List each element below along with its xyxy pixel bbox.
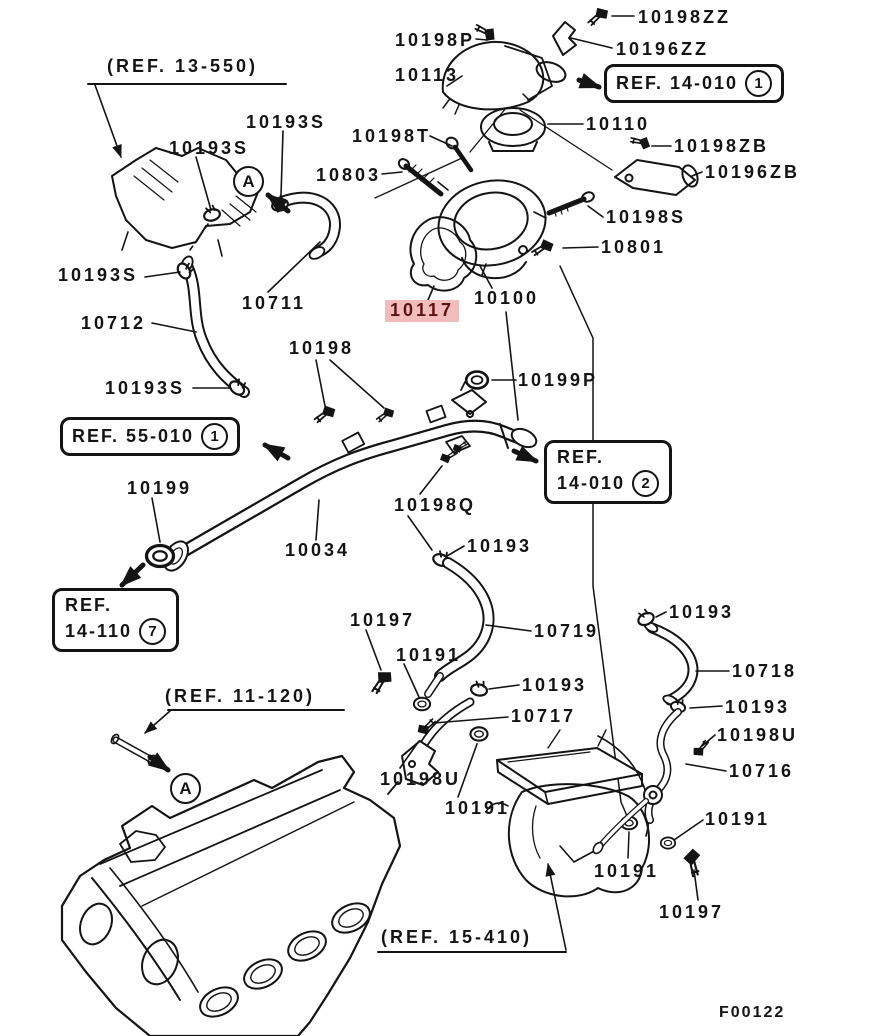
part-label-10198u-1[interactable]: 10198U <box>380 769 462 789</box>
oring-10191-drawing-3 <box>469 726 489 742</box>
bolt-10198zb-drawing <box>629 134 652 153</box>
part-label-10712[interactable]: 10712 <box>81 313 147 333</box>
part-label-10716[interactable]: 10716 <box>729 761 795 781</box>
leader-10191-bottom <box>627 831 630 859</box>
water-outlet-case-10100-drawing <box>374 107 613 279</box>
pipe-stub-drawing <box>110 733 157 766</box>
clip-10196zz-drawing <box>552 21 577 56</box>
part-label-10193s-4[interactable]: 10193S <box>105 378 186 398</box>
part-label-10193-3[interactable]: 10193 <box>669 602 735 622</box>
water-pipe-10716-drawing <box>592 708 682 855</box>
part-label-10193-1[interactable]: 10193 <box>467 536 533 556</box>
gasket-10117-drawing <box>409 216 478 292</box>
part-label-10193s-3[interactable]: 10193S <box>58 265 139 285</box>
ref-box-number: 1 <box>201 423 229 450</box>
bolt-10801-drawing <box>530 235 557 263</box>
part-label-10199p[interactable]: 10199P <box>518 370 599 390</box>
part-label-10117-highlighted[interactable]: 10117 <box>385 300 460 322</box>
oring-10199p-drawing <box>464 370 490 390</box>
stud-10198s-drawing <box>546 191 595 217</box>
oring-10191-drawing-2 <box>412 696 432 712</box>
stud-10198t-drawing <box>445 136 474 173</box>
part-label-10711[interactable]: 10711 <box>242 293 307 313</box>
part-label-10113[interactable]: 10113 <box>395 65 460 85</box>
dashed-guide-line <box>189 223 209 251</box>
part-label-10198t[interactable]: 10198T <box>352 126 432 146</box>
turbocharger-body-drawing <box>485 735 650 898</box>
hose-10719-drawing <box>424 557 495 698</box>
ref-box-number: 2 <box>632 470 660 497</box>
clamp-10193-drawing-2 <box>469 678 490 698</box>
ref-box-text: REF. <box>557 447 605 467</box>
part-label-10193s-1[interactable]: 10193S <box>246 112 327 132</box>
bolt-10197-drawing-1 <box>370 668 395 697</box>
ref-box-55-010-1[interactable]: REF. 55-010 1 <box>60 417 241 456</box>
part-label-10718[interactable]: 10718 <box>732 661 798 681</box>
part-label-10198u-2[interactable]: 10198U <box>717 725 799 745</box>
bolt-10198u-drawing-2 <box>691 737 710 759</box>
part-label-10198s[interactable]: 10198S <box>606 207 687 227</box>
part-label-10110[interactable]: 10110 <box>586 114 651 134</box>
hose-10718-drawing <box>643 621 699 706</box>
ref-note-15-410[interactable]: (REF. 15-410) <box>381 927 533 947</box>
part-label-10198q[interactable]: 10198Q <box>394 495 477 515</box>
view-marker-a-bottom: A <box>170 773 201 804</box>
bolt-10198zz-drawing <box>586 4 611 31</box>
part-label-10193s-2[interactable]: 10193S <box>169 138 250 158</box>
part-label-10197-1[interactable]: 10197 <box>350 610 416 630</box>
leader-lines <box>144 15 730 901</box>
ref-note-13-550[interactable]: (REF. 13-550) <box>107 56 259 76</box>
ref-box-text-line2: 14-110 <box>65 621 133 641</box>
ref-box-14-010-1[interactable]: REF. 14-010 1 <box>604 64 785 103</box>
part-label-10717[interactable]: 10717 <box>511 706 577 726</box>
ref-note-11-120[interactable]: (REF. 11-120) <box>165 686 316 706</box>
ref-underlines <box>87 83 567 953</box>
part-label-10198[interactable]: 10198 <box>289 338 355 358</box>
engine-cylinder-head-drawing <box>60 754 402 1036</box>
part-label-10197-2[interactable]: 10197 <box>659 902 725 922</box>
ref-box-14-110-7[interactable]: REF. 14-110 7 <box>52 588 180 652</box>
bolt-10198-drawing-2 <box>375 404 397 428</box>
part-label-10193-4[interactable]: 10193 <box>725 697 791 717</box>
oring-10191-drawing-4 <box>659 836 677 850</box>
part-label-10803[interactable]: 10803 <box>316 165 382 185</box>
oring-10199-drawing <box>144 543 176 569</box>
part-label-10193-2[interactable]: 10193 <box>522 675 588 695</box>
view-marker-a-top: A <box>233 166 264 197</box>
part-label-10196zb[interactable]: 10196ZB <box>705 162 801 182</box>
ref-box-14-010-2[interactable]: REF. 14-010 2 <box>544 440 673 504</box>
part-label-10199[interactable]: 10199 <box>127 478 193 498</box>
stud-10803-drawing <box>397 158 444 197</box>
part-label-10198zb[interactable]: 10198ZB <box>674 136 770 156</box>
part-label-10034[interactable]: 10034 <box>285 540 351 560</box>
ref-box-number: 1 <box>745 70 773 97</box>
clamp-10193s-drawing-2 <box>200 203 223 224</box>
part-label-10191-2[interactable]: 10191 <box>445 798 511 818</box>
part-label-10196zz[interactable]: 10196ZZ <box>616 39 710 59</box>
inlet-housing-drawing <box>111 147 259 257</box>
ref-box-number: 7 <box>139 618 167 645</box>
leader-long-10191 <box>559 265 628 817</box>
part-label-10191-1[interactable]: 10191 <box>396 645 462 665</box>
thermostat-10110-drawing <box>480 107 546 152</box>
part-label-10719[interactable]: 10719 <box>534 621 600 641</box>
part-label-10198p[interactable]: 10198P <box>395 30 476 50</box>
bracket-10196zb-drawing <box>614 159 699 196</box>
ref-box-text: REF. 55-010 <box>72 426 195 446</box>
part-label-10100[interactable]: 10100 <box>474 288 540 308</box>
ref-box-text-line2: 14-010 <box>557 473 626 493</box>
solid-arrows <box>119 73 602 773</box>
ref-box-text: REF. 14-010 <box>616 73 739 93</box>
hose-10711-drawing <box>276 191 341 260</box>
part-label-10801[interactable]: 10801 <box>601 237 667 257</box>
part-label-10198zz[interactable]: 10198ZZ <box>638 7 732 27</box>
water-pipe-10717-drawing <box>387 697 475 795</box>
part-label-10191-4[interactable]: 10191 <box>594 861 660 881</box>
thin-arrows <box>94 84 567 951</box>
figure-code: F00122 <box>719 1004 786 1021</box>
ref-box-text: REF. <box>65 595 113 615</box>
part-label-10191-3[interactable]: 10191 <box>705 809 771 829</box>
water-outlet-fitting-10113-drawing <box>441 40 567 115</box>
